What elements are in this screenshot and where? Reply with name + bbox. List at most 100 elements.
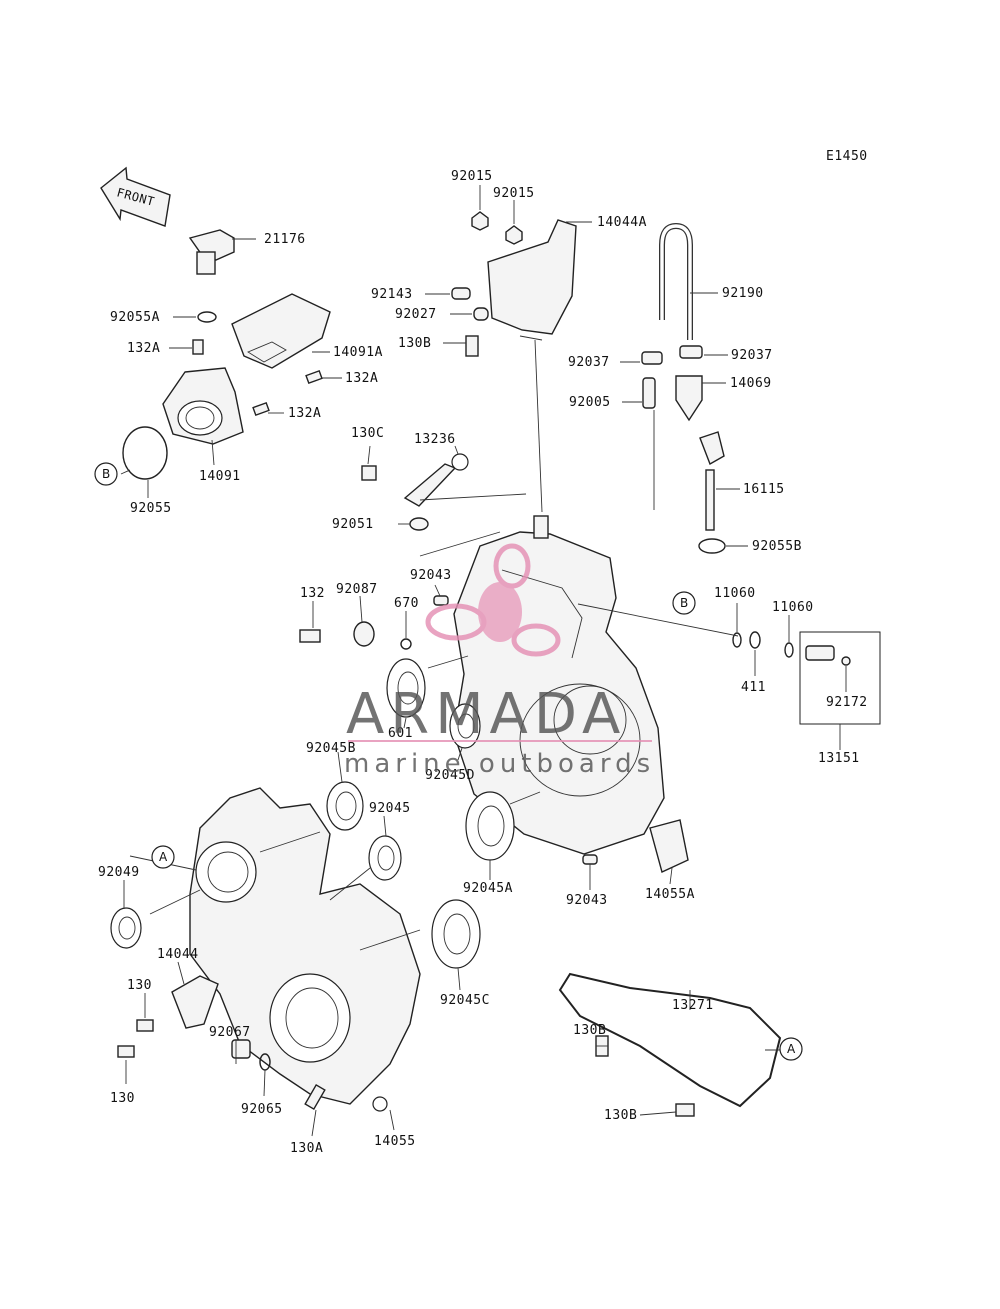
oil-seal-icon: [449, 703, 481, 749]
part-number: 92045A: [463, 881, 513, 896]
part-number: 92143: [371, 287, 413, 302]
part-number: 14055A: [645, 887, 695, 902]
part-number: 132A: [127, 341, 160, 356]
bearing-icon: [326, 781, 364, 831]
part-number: 92190: [722, 286, 764, 301]
nut-icon: [471, 211, 489, 231]
part-number: 130B: [398, 336, 431, 351]
part-number: 130A: [290, 1141, 323, 1156]
part-number: 11060: [772, 600, 814, 615]
washer-icon: [749, 631, 761, 649]
fitting-icon: [642, 377, 656, 409]
watermark: ARMADA marine outboards: [344, 543, 652, 779]
part-number: 130: [110, 1091, 135, 1106]
part-number: 13236: [414, 432, 456, 447]
bearing-icon: [431, 899, 481, 969]
neutral-switch-icon: [353, 621, 375, 647]
dowel-pin-icon: [582, 854, 598, 865]
part-number: 92172: [826, 695, 868, 710]
bolt-icon: [192, 339, 204, 355]
callout-b-right: B: [672, 591, 696, 615]
bush-icon: [473, 307, 489, 321]
part-number-labels: E1450 21176 92055A 132A 14091A 132A 132A…: [98, 149, 868, 1156]
svg-text:B: B: [102, 467, 110, 481]
part-number: 601: [388, 726, 413, 741]
bolt-icon: [252, 369, 323, 417]
part-number: 130B: [604, 1108, 637, 1123]
o-ring-icon: [197, 311, 217, 323]
part-number: 92045D: [425, 768, 475, 783]
part-number: 92045B: [306, 741, 356, 756]
part-number: 92055: [130, 501, 172, 516]
bolt-icon: [136, 1019, 154, 1032]
part-number: 411: [741, 680, 766, 695]
part-number: 92049: [98, 865, 140, 880]
bearing-icon: [368, 835, 402, 881]
front-arrow-icon: FRONT: [100, 166, 171, 227]
part-number: 670: [394, 596, 419, 611]
bracket-14044a-icon: [487, 219, 577, 341]
o-ring-icon: [400, 638, 412, 650]
part-number: 14055: [374, 1134, 416, 1149]
bearing-icon: [465, 791, 515, 861]
gasket-ring-icon: [122, 426, 168, 480]
part-number: 92043: [410, 568, 452, 583]
part-number: 11060: [714, 586, 756, 601]
bolt-icon: [117, 1045, 135, 1058]
part-number: 92087: [336, 582, 378, 597]
dowel-pin-icon: [433, 595, 449, 606]
part-number: 92045C: [440, 993, 490, 1008]
bolt-icon: [805, 645, 851, 666]
part-number: 14044: [157, 947, 199, 962]
washer-icon: [409, 517, 429, 531]
bolt-icon: [304, 1084, 326, 1110]
gasket-icon: [558, 972, 782, 1108]
leader-lines: [120, 185, 847, 1137]
part-number: 92015: [451, 169, 493, 184]
part-number: 130C: [351, 426, 384, 441]
part-number: 132A: [288, 406, 321, 421]
bolt-icon: [299, 629, 321, 643]
part-number: 92067: [209, 1025, 251, 1040]
part-number: 132A: [345, 371, 378, 386]
part-number: 14091A: [333, 345, 383, 360]
bracket-14044-icon: [171, 975, 219, 1029]
part-number: 14091: [199, 469, 241, 484]
callout-b-left: B: [94, 462, 118, 486]
hose-clamp-icon: [679, 345, 703, 359]
part-number: 13271: [672, 998, 714, 1013]
part-number: 92051: [332, 517, 374, 532]
part-number: 13151: [818, 751, 860, 766]
part-number: 92065: [241, 1102, 283, 1117]
part-number: 21176: [264, 232, 306, 247]
oil-seal-icon: [110, 907, 142, 949]
part-number: 92045: [369, 801, 411, 816]
part-number: 14044A: [597, 215, 647, 230]
part-number: 92027: [395, 307, 437, 322]
washer-icon: [732, 632, 742, 648]
o-ring-icon: [698, 538, 726, 554]
svg-text:B: B: [680, 596, 688, 610]
part-number: 16115: [743, 482, 785, 497]
part-number: 92037: [731, 348, 773, 363]
part-number: 92055A: [110, 310, 160, 325]
nut-icon: [505, 225, 523, 245]
diagram-code: E1450: [826, 149, 868, 164]
washer-icon: [784, 642, 794, 658]
speed-sensor-icon: [188, 229, 235, 275]
callout-a-left: A: [151, 845, 175, 869]
propeller-logo-icon: [425, 543, 561, 657]
hose-clamp-icon: [641, 351, 663, 365]
throttle-body-icon: [162, 367, 244, 445]
svg-text:A: A: [787, 1042, 796, 1056]
part-number: 92037: [568, 355, 610, 370]
part-number: 92043: [566, 893, 608, 908]
bracket-14091a-icon: [231, 293, 331, 369]
part-number: 132: [300, 586, 325, 601]
pin-icon: [451, 287, 471, 300]
drain-plug-icon: [231, 1039, 251, 1059]
svg-text:A: A: [159, 850, 168, 864]
part-number: 130: [127, 978, 152, 993]
